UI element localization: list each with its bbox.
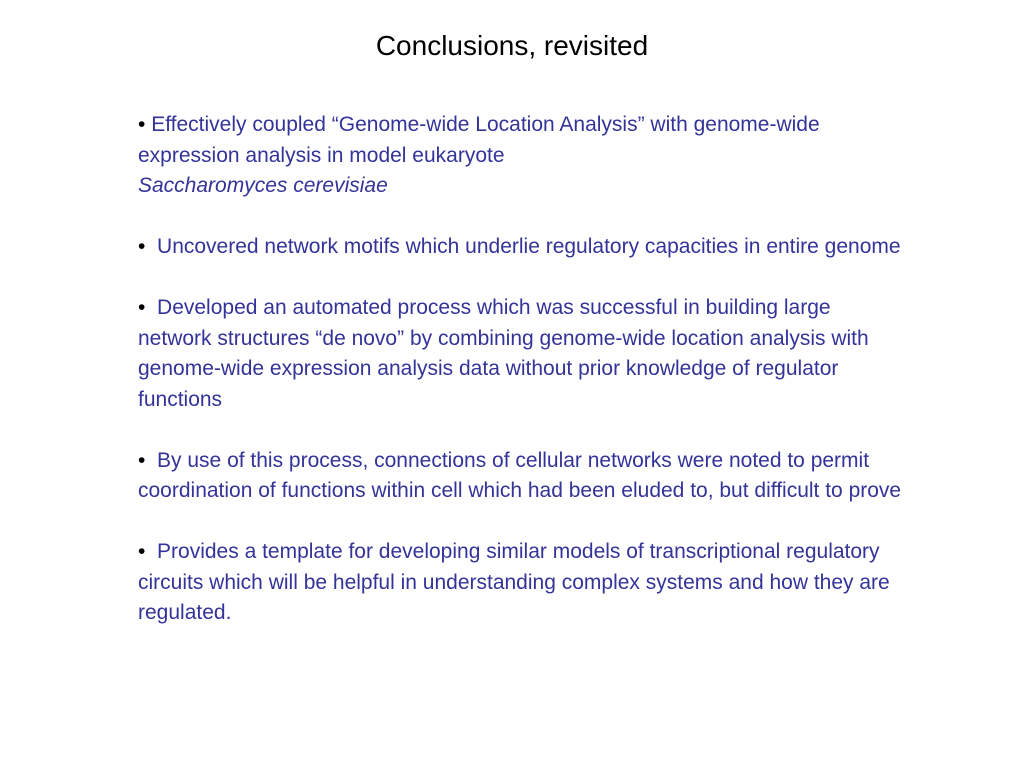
bullet-text: Provides a template for developing simil… — [138, 540, 890, 624]
bullet-item-3: • Developed an automated process which w… — [138, 293, 908, 415]
bullet-item-5: • Provides a template for developing sim… — [138, 537, 908, 629]
bullet-mark: • — [138, 540, 146, 563]
bullet-item-4: • By use of this process, connections of… — [138, 446, 908, 507]
bullet-text: Effectively coupled “Genome-wide Locatio… — [138, 113, 820, 197]
bullet-mark: • — [138, 113, 146, 136]
species-name: Saccharomyces cerevisiae — [138, 174, 388, 197]
bullet-mark: • — [138, 235, 146, 258]
slide-title: Conclusions, revisited — [375, 30, 649, 61]
bullet-list: • Effectively coupled “Genome-wide Locat… — [138, 110, 908, 659]
bullet-mark: • — [138, 448, 146, 472]
bullet-item-1: • Effectively coupled “Genome-wide Locat… — [138, 110, 908, 202]
bullet-mark: • — [138, 296, 146, 319]
bullet-text: By use of this process, connections of c… — [138, 448, 902, 503]
bullet-text-main: Effectively coupled “Genome-wide Locatio… — [138, 113, 820, 167]
bullet-text: Uncovered network motifs which underlie … — [157, 235, 901, 258]
bullet-text: Developed an automated process which was… — [138, 296, 869, 411]
bullet-item-2: • Uncovered network motifs which underli… — [138, 232, 908, 263]
